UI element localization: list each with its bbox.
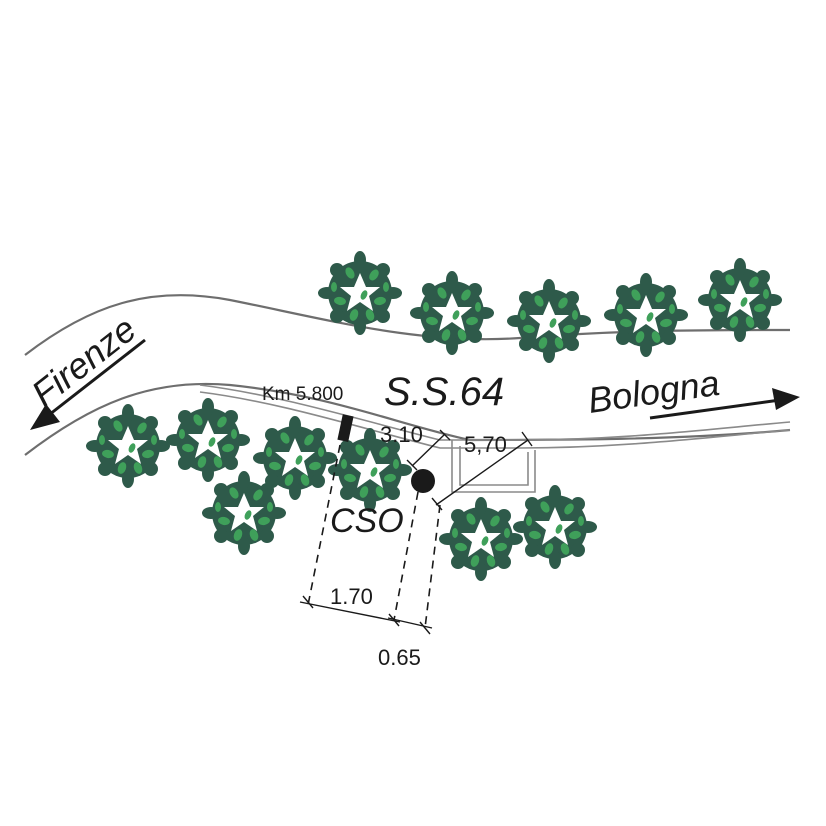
road-lower-edge	[24, 382, 791, 456]
label-km-marker: Km 5.800	[262, 384, 343, 405]
station-point	[411, 469, 435, 493]
dimension-line-310	[411, 433, 446, 467]
tick	[419, 621, 431, 635]
layby-outline-inner	[459, 446, 529, 486]
road-curb-outer	[199, 384, 791, 441]
layby-outline	[451, 440, 536, 493]
label-dimension-170: 1.70	[330, 584, 373, 609]
label-road-name: S.S.64	[384, 370, 504, 414]
trees-north	[318, 251, 782, 363]
dimension-line-065	[387, 617, 433, 629]
tick	[406, 459, 418, 471]
km-marker-post	[337, 414, 354, 442]
dimension-line-170	[299, 601, 401, 623]
tick	[439, 429, 451, 441]
arrow-to-bologna	[649, 388, 800, 420]
projection-line-3	[424, 504, 441, 629]
arrow-to-firenze	[30, 338, 146, 430]
label-dimension-065: 0.65	[378, 645, 421, 670]
tick	[431, 497, 443, 511]
tick	[302, 595, 314, 609]
projection-line-2	[393, 491, 419, 621]
label-dimension-570: 5,70	[464, 432, 507, 457]
dimension-line-570	[435, 439, 529, 506]
tick	[521, 431, 533, 447]
road-curb-inner	[199, 391, 791, 449]
label-dimension-310: 3.10	[380, 422, 423, 447]
label-station: CSO	[330, 502, 404, 540]
